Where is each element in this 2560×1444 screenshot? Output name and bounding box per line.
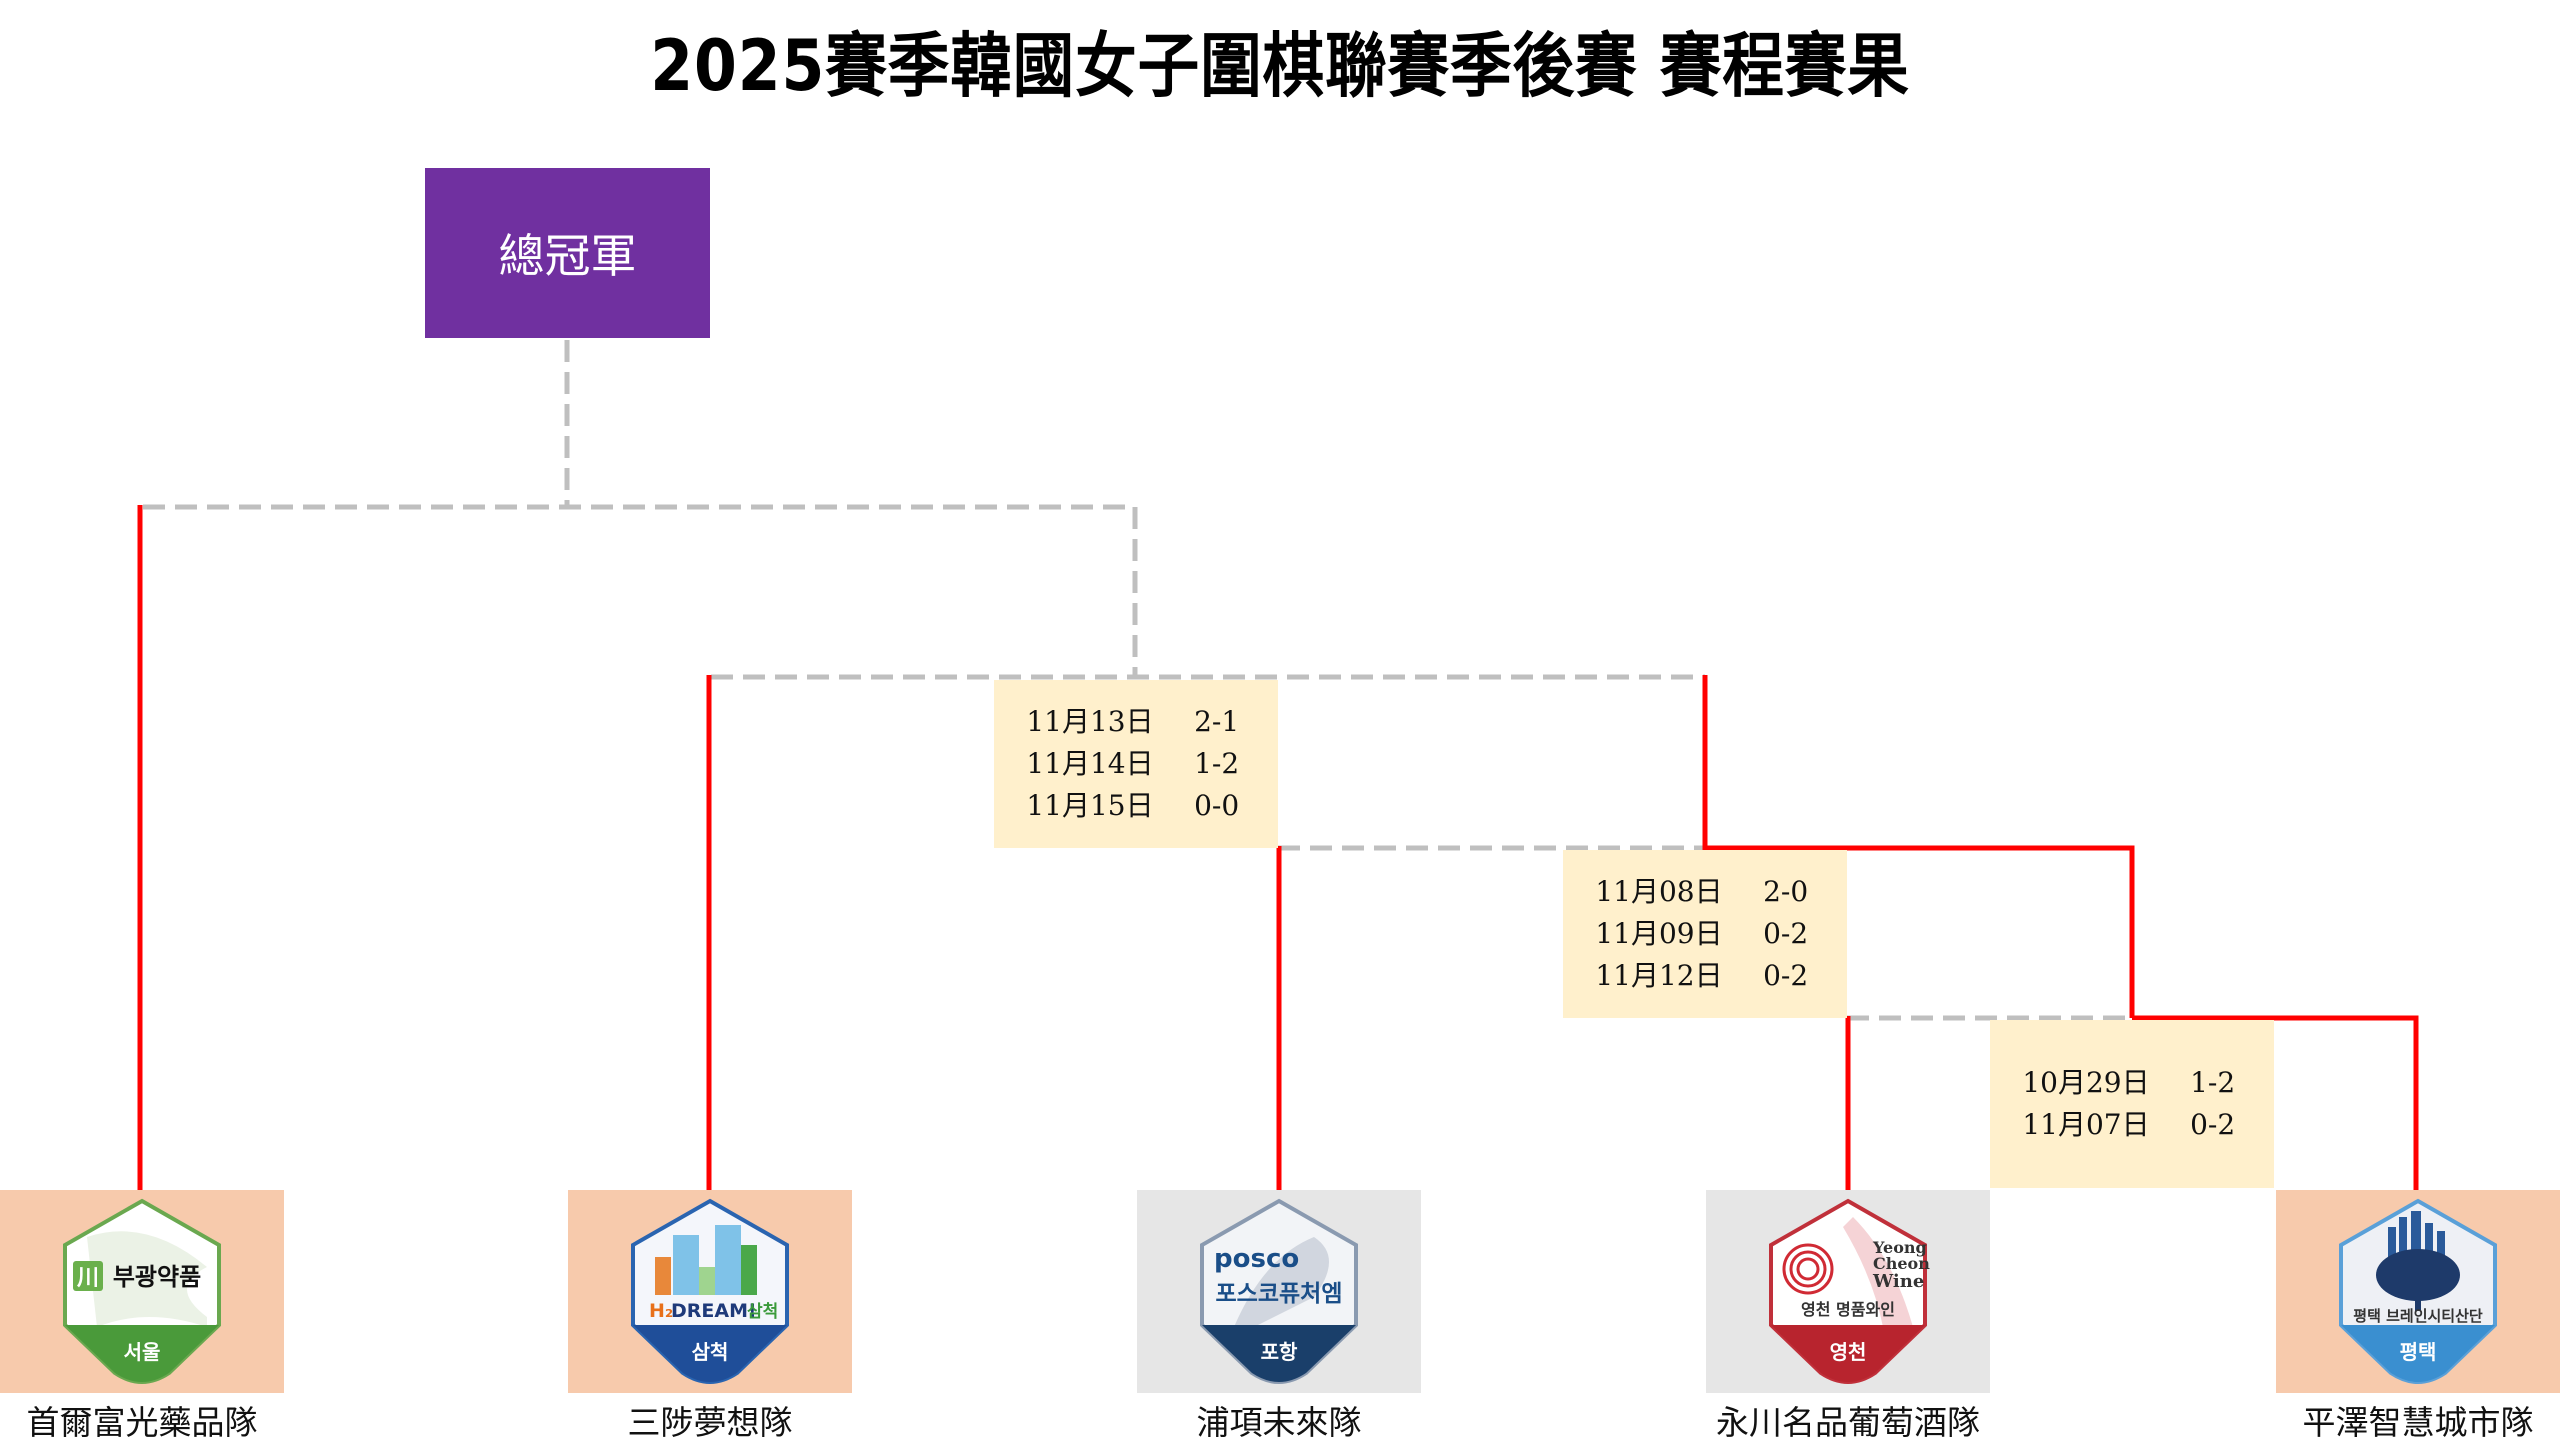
game-date: 11月09日: [1595, 917, 1723, 950]
bukwang-logo-icon: 川 부광약품 서울: [63, 1198, 221, 1384]
game-date: 11月12日: [1595, 959, 1723, 992]
svg-text:삼척: 삼척: [747, 1302, 778, 1322]
match-game: 11月12日 0-2: [1595, 955, 1814, 997]
game-score: 0-2: [1763, 917, 1809, 950]
game-date: 11月13日: [1026, 705, 1154, 738]
semifinal-winner-line: [1702, 675, 2135, 1018]
match-box-playoff: 11月13日 2-1 11月14日 1-2 11月15日 0-0: [994, 680, 1278, 848]
match-game: 11月15日 0-0: [1026, 785, 1245, 827]
svg-text:posco: posco: [1214, 1244, 1299, 1274]
page-title: 2025賽季韓國女子圍棋聯賽季後賽 賽程賽果: [650, 25, 1910, 107]
game-score: 1-2: [1194, 747, 1240, 780]
posco-logo-icon: posco 포스코퓨처엠 포항: [1200, 1198, 1358, 1384]
svg-text:삼척: 삼척: [692, 1340, 729, 1364]
game-score: 0-0: [1194, 789, 1240, 822]
svg-text:Wine: Wine: [1872, 1271, 1924, 1292]
h2dream-logo-icon: H₂ DREAM! 삼척 삼척: [631, 1198, 789, 1384]
game-score: 0-2: [1763, 959, 1809, 992]
game-score: 2-0: [1763, 875, 1809, 908]
match-game: 11月09日 0-2: [1595, 913, 1814, 955]
team-card-samcheok: H₂ DREAM! 삼척 삼척: [568, 1190, 852, 1393]
game-score: 1-2: [2190, 1066, 2236, 1099]
game-date: 11月07日: [2022, 1108, 2150, 1141]
svg-text:영천: 영천: [1830, 1340, 1867, 1364]
match-box-wildcard: 10月29日 1-2 11月07日 0-2: [1990, 1020, 2274, 1188]
team-card-yeongcheon: Yeong Cheon Wine 영천 명품와인 영천: [1706, 1190, 1990, 1393]
match-game: 11月13日 2-1: [1026, 701, 1245, 743]
svg-text:평택 브레인시티산단: 평택 브레인시티산단: [2353, 1307, 2483, 1325]
team-name: 浦項未來隊: [1196, 1403, 1362, 1442]
team-card-seoul: 川 부광약품 서울: [0, 1190, 284, 1393]
pyeongtaek-advance-line: [2132, 1015, 2419, 1190]
svg-text:Cheon: Cheon: [1873, 1254, 1930, 1273]
yeongcheon-wine-logo-icon: Yeong Cheon Wine 영천 명품와인 영천: [1769, 1198, 1930, 1384]
svg-text:포항: 포항: [1261, 1340, 1298, 1364]
team-name: 平澤智慧城市隊: [2302, 1403, 2534, 1442]
game-score: 2-1: [1194, 705, 1240, 738]
match-game: 11月07日 0-2: [2022, 1104, 2241, 1146]
team-name: 永川名品葡萄酒隊: [1716, 1403, 1980, 1442]
svg-text:DREAM!: DREAM!: [671, 1300, 757, 1322]
match-box-semifinal: 11月08日 2-0 11月09日 0-2 11月12日 0-2: [1563, 850, 1847, 1018]
champion-box: 總冠軍: [425, 168, 710, 338]
svg-text:부광약품: 부광약품: [113, 1263, 201, 1291]
svg-text:영천 명품와인: 영천 명품와인: [1801, 1300, 1895, 1319]
match-game: 11月14日 1-2: [1026, 743, 1245, 785]
game-date: 11月08日: [1595, 875, 1723, 908]
svg-text:H₂: H₂: [649, 1300, 673, 1322]
svg-text:Yeong: Yeong: [1872, 1238, 1927, 1257]
svg-text:서울: 서울: [124, 1340, 161, 1364]
game-date: 11月14日: [1026, 747, 1154, 780]
team-name: 首爾富光藥品隊: [26, 1403, 258, 1442]
team-name: 三陟夢想隊: [627, 1403, 793, 1442]
match-game: 10月29日 1-2: [2022, 1062, 2241, 1104]
svg-text:평택: 평택: [2400, 1340, 2437, 1364]
team-card-pohang: posco 포스코퓨처엠 포항: [1137, 1190, 1421, 1393]
game-date: 10月29日: [2022, 1066, 2150, 1099]
game-score: 0-2: [2190, 1108, 2236, 1141]
svg-text:川: 川: [76, 1266, 99, 1291]
team-card-pyeongtaek: 평택 브레인시티산단 평택: [2276, 1190, 2560, 1393]
game-date: 11月15日: [1026, 789, 1154, 822]
match-game: 11月08日 2-0: [1595, 871, 1814, 913]
svg-text:포스코퓨처엠: 포스코퓨처엠: [1216, 1281, 1343, 1307]
pyeongtaek-braincity-logo-icon: 평택 브레인시티산단 평택: [2339, 1198, 2497, 1384]
